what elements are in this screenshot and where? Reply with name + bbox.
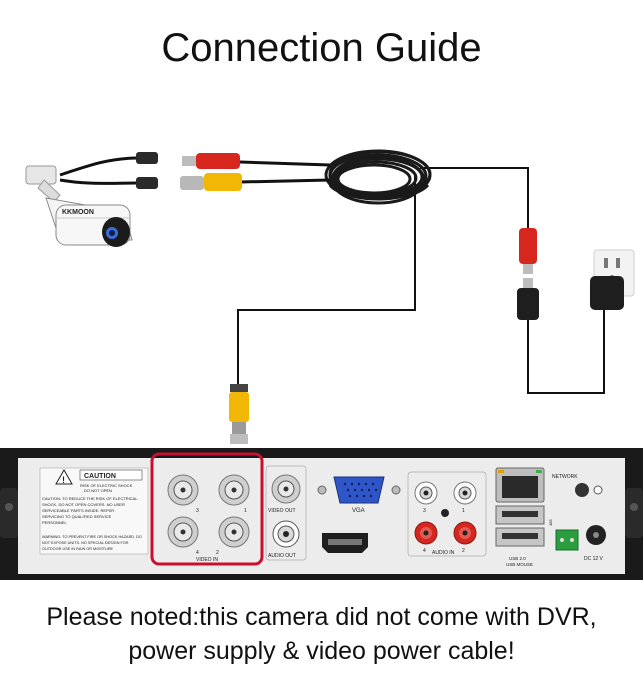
video-in-number-2: 2 xyxy=(216,550,219,556)
audio-in-number-1: 1 xyxy=(462,508,465,514)
caution-line1: RISK OF ELECTRIC SHOCK xyxy=(80,483,133,488)
video-cable xyxy=(237,175,416,392)
usb-ports xyxy=(495,505,545,547)
vga-port xyxy=(333,476,385,504)
audio-out-port xyxy=(272,520,300,548)
rs485-terminal xyxy=(555,529,579,551)
video-in-label: VIDEO IN xyxy=(196,557,218,563)
video-out-port xyxy=(271,474,301,504)
caution-title: CAUTION xyxy=(84,473,116,480)
camera-connectors xyxy=(136,152,158,189)
rs485-label: 485 xyxy=(548,519,553,526)
bullet-camera: KKMOON xyxy=(25,165,133,247)
caution-line2: DO NOT OPEN xyxy=(84,488,112,493)
audio-in-number-4: 4 xyxy=(423,548,426,554)
video-bnc-plug xyxy=(229,384,249,444)
video-in-highlight xyxy=(150,452,264,566)
power-connectors xyxy=(517,228,539,320)
note-line-1: Please noted:this camera did not come wi… xyxy=(46,603,597,631)
vga-label: VGA xyxy=(352,508,365,514)
power-cable-bottom xyxy=(527,310,605,394)
power-adapter xyxy=(590,276,624,310)
dc-label: DC 12 V xyxy=(584,556,604,562)
audio-in-number-3: 3 xyxy=(423,508,426,514)
note-line-2: power supply & video power cable! xyxy=(128,637,515,665)
caution-text-0: CAUTION: TO REDUCE THE RISK OF ELECTRICA… xyxy=(42,496,138,501)
audio-in-label: AUDIO IN xyxy=(432,550,455,556)
video-in-number-3: 3 xyxy=(196,508,199,514)
usb-mouse-label: USB MOUSE xyxy=(506,562,533,567)
diagram-title: Connection Guide xyxy=(161,26,482,70)
dc-power-port xyxy=(586,525,606,545)
caution-text-3: SERVICING TO QUALIFIED SERVICE xyxy=(42,514,112,519)
network-port xyxy=(495,467,545,503)
warning-text-1: NOT EXPOSE UNITS. NO SPECIAL DESIGN FOR xyxy=(42,541,129,545)
video-in-number-1: 1 xyxy=(244,508,247,514)
dvr-recorder: ! CAUTION RISK OF ELECTRIC SHOCK DO NOT … xyxy=(0,448,643,580)
audio-in-ports: 3 1 4 2 AUDIO IN xyxy=(414,481,477,556)
caution-text-1: SHOCK, DO NOT OPEN COVERS. NO USER xyxy=(42,502,125,507)
bnc-plug-yellow xyxy=(180,173,242,191)
hdmi-port xyxy=(322,533,368,553)
disclaimer-note: Please noted:this camera did not come wi… xyxy=(0,600,643,668)
cable-coil xyxy=(324,149,432,205)
warning-text-0: WARNING: TO PREVENT FIRE OR SHOCK HAZARD… xyxy=(42,535,142,539)
usb-label: USB 2.0 xyxy=(509,556,526,561)
audio-in-number-2: 2 xyxy=(462,548,465,554)
caution-text-2: SERVICEABLE PARTS INSIDE. REFER xyxy=(42,508,114,513)
power-plug-red xyxy=(182,153,240,169)
video-in-ports: 3 1 4 2 VIDEO IN xyxy=(167,474,250,563)
network-label: NETWORK xyxy=(552,474,578,480)
video-in-number-4: 4 xyxy=(196,550,199,556)
power-cable-top xyxy=(420,167,529,228)
camera-pigtail xyxy=(59,156,139,185)
cables xyxy=(59,156,605,394)
video-out-label: VIDEO OUT xyxy=(268,508,296,514)
caution-text-4: PERSONNEL xyxy=(42,520,67,525)
camera-brand-label: KKMOON xyxy=(62,209,94,216)
audio-out-label: AUDIO OUT xyxy=(268,553,296,559)
caution-exclamation: ! xyxy=(62,475,65,485)
warning-text-2: OUTDOOR USE IN RAIN OR MOISTURE xyxy=(42,547,114,551)
